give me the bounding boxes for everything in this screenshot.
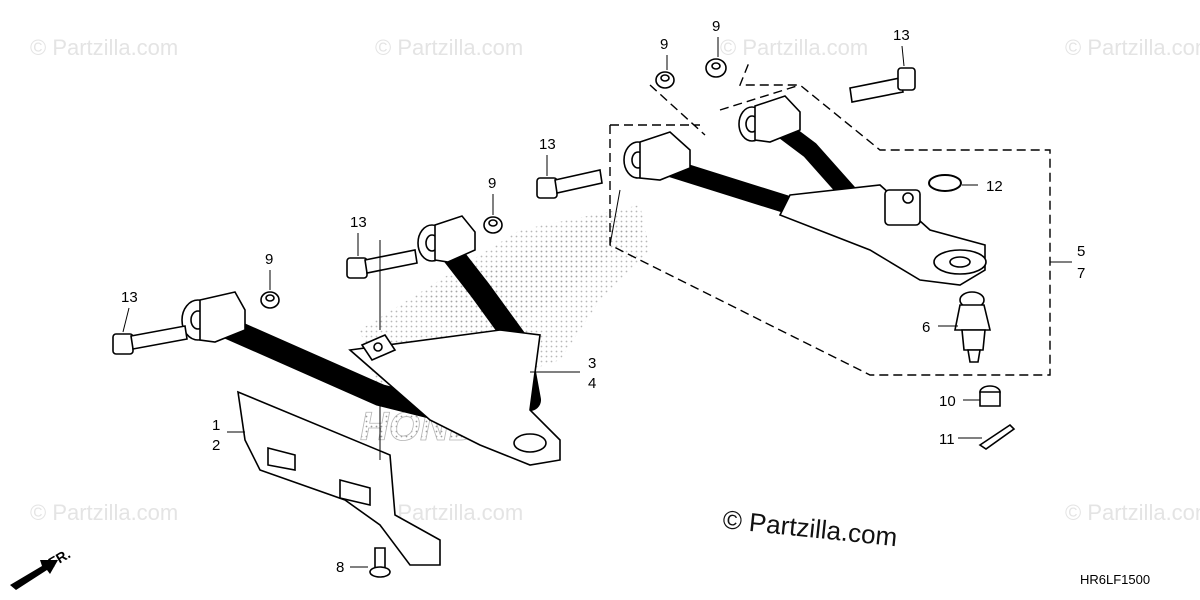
ball-joint	[954, 291, 992, 363]
callout-2: 2	[212, 437, 220, 454]
callout-13-a: 13	[893, 27, 910, 44]
watermark: © Partzilla.com	[720, 35, 868, 60]
cotter-pin	[978, 423, 1016, 450]
callout-12: 12	[986, 178, 1003, 195]
bolt-13-upper-right	[849, 67, 916, 103]
callout-9-b: 9	[712, 18, 720, 35]
callout-13-d: 13	[121, 289, 138, 306]
watermark: © Partzilla.com	[30, 500, 178, 525]
callout-3: 3	[588, 355, 596, 372]
bolt-13-lower-left	[112, 325, 188, 355]
callout-4: 4	[588, 375, 596, 392]
callout-13-b: 13	[539, 136, 556, 153]
front-direction-arrow: FR.	[10, 545, 73, 590]
leader-lines	[227, 184, 1072, 568]
callout-5: 5	[1077, 243, 1085, 260]
callout-9-d: 9	[265, 251, 273, 268]
watermarks: © Partzilla.com © Partzilla.com © Partzi…	[30, 35, 1200, 525]
assembly-outline	[609, 59, 1051, 376]
watermark: © Partzilla.com	[1065, 500, 1200, 525]
nut-9	[260, 58, 727, 309]
callout-11: 11	[939, 431, 955, 448]
castle-nut	[979, 385, 1001, 407]
callout-8: 8	[336, 559, 344, 576]
callout-1: 1	[212, 417, 220, 434]
watermark: © Partzilla.com	[1065, 35, 1200, 60]
upper-arm	[623, 95, 987, 286]
brand-watermark: © Partzilla.com	[721, 504, 898, 552]
watermark: © Partzilla.com	[375, 35, 523, 60]
callout-10: 10	[939, 393, 956, 410]
diagram-code: HR6LF1500	[1080, 572, 1150, 587]
callout-9-c: 9	[488, 175, 496, 192]
callout-stems	[122, 37, 905, 333]
callout-7: 7	[1077, 265, 1085, 282]
callout-13-c: 13	[350, 214, 367, 231]
callout-6: 6	[922, 319, 930, 336]
bolt-13-upper-left	[536, 169, 603, 199]
watermark: © Partzilla.com	[30, 35, 178, 60]
bolt-13-lower-mid	[346, 249, 418, 279]
snap-ring	[928, 174, 962, 192]
skid-plate	[237, 390, 441, 566]
callout-labels: 1 2 3 4 5 6 7 8 9 9 9 9 10 11 12 13 13 1…	[121, 18, 1085, 576]
callout-9-a: 9	[660, 36, 668, 53]
flange-bolt	[369, 547, 391, 578]
